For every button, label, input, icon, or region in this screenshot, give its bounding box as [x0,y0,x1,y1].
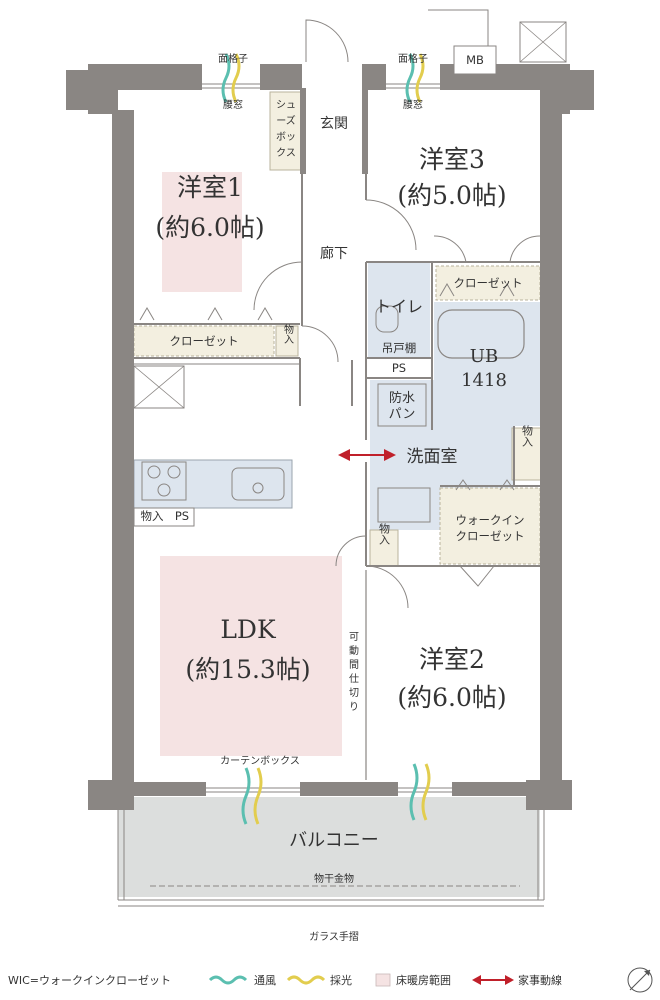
legend-ventilation: 通風 [254,974,276,987]
shoes-box [269,91,303,171]
room-western1-size: (約6.0帖) [155,213,264,242]
interior-walls [134,170,540,567]
svg-text:間: 間 [349,659,359,671]
storage-washroom [511,427,543,481]
storage-washroom-label: 物入 [521,424,534,447]
svg-text:可: 可 [349,632,359,643]
room-western1-name: 洋室1 [177,173,243,202]
balcony-floor [118,797,540,897]
movable-partition-label: 可 動 間 仕 切 り [349,632,359,713]
svg-text:仕: 仕 [349,672,359,685]
closet-western3-label: クローゼット [454,276,523,290]
toilet-floor [368,262,430,358]
balcony-label: バルコニー [289,830,379,851]
storage-hall [369,529,399,567]
legend-floor-heating: 床暖房範囲 [396,973,451,987]
room-western2-name: 洋室2 [419,645,485,674]
ps-label-toilet: PS [392,361,406,375]
room-western2-size: (約6.0帖) [397,683,506,712]
windows [202,83,452,793]
ub-number: 1418 [461,370,507,391]
shoes-box-col1a: シュ [276,100,296,111]
mengoshi-right: 面格子 [398,52,428,65]
airflow-arrows [221,53,431,825]
wic-line1: ウォークイン [456,513,525,527]
shoes-box-col1b: ーズ [276,114,296,127]
genkan-label: 玄関 [320,115,348,132]
legend-wic-definition: WIC=ウォークインクローゼット [8,974,171,987]
floor-heating-swatch [375,973,391,987]
glass-handrail-label: ガラス手摺 [309,930,359,943]
floor-heating-area-ldk [160,556,342,756]
sink [231,467,285,501]
storage-hall-label: 物入 [378,522,391,545]
legend-housework: 家事動線 [518,973,562,987]
storage-western1 [275,325,299,357]
closet-western1 [133,325,275,357]
daylight-icon [286,975,326,985]
ventilation-icon [208,975,248,985]
toilet-label: トイレ [375,297,423,316]
svg-text:切: 切 [349,687,359,699]
closet-marks [139,283,515,491]
koshimado-left: 腰窓 [223,98,243,111]
legend: WIC=ウォークインクローゼット 通風 採光 床暖房範囲 家事動線 [8,967,653,993]
outer-walls [66,64,594,810]
room-western3-name: 洋室3 [419,145,485,174]
kitchen-storage-box [133,507,195,527]
bousui-line1: 防水 [389,390,415,406]
meter-box [453,45,497,75]
stove [141,461,187,501]
washbasin [377,487,431,523]
shoes-box-col2b: クス [276,147,296,159]
storage-western1-label: 物入 [282,323,294,344]
svg-text:り: り [349,701,359,713]
rouka-label: 廊下 [320,245,348,262]
toilet-bowl [375,305,399,333]
bathtub [437,309,525,359]
senmen-label: 洗面室 [407,447,458,467]
curtain-box-label: カーテンボックス [220,755,300,767]
housework-arrow-icon [472,975,514,985]
bousui-pan [377,383,427,427]
mengoshi-left: 面格子 [218,52,248,65]
mb-label: MB [466,53,484,67]
room-ldk-name: LDK [220,615,277,644]
monohoshi-label: 物干金物 [314,872,354,885]
floor-heating-area-western1 [162,172,242,292]
ub-label: UB [470,346,498,367]
tsuridana-label: 吊戸棚 [382,341,417,355]
room-western3-size: (約5.0帖) [397,181,506,210]
bousui-line2: パン [389,407,416,422]
ps-kitchen-label: PS [175,509,189,523]
north-compass-icon [627,967,653,993]
balcony-rails [117,810,545,907]
doors [253,9,541,609]
legend-daylight: 採光 [330,973,352,987]
wic-line2: クローゼット [456,529,525,543]
hood-area [133,365,185,409]
housework-line-arrow [338,449,396,461]
storage-kitchen-label: 物入 [141,509,164,523]
koshimado-right: 腰窓 [403,98,423,111]
svg-text:動: 動 [349,644,359,657]
closet-western1-label: クローゼット [170,334,239,348]
shoes-box-col2a: ボッ [276,131,296,143]
wic-floor [439,487,541,565]
room-ldk-size: (約15.3帖) [185,655,310,684]
